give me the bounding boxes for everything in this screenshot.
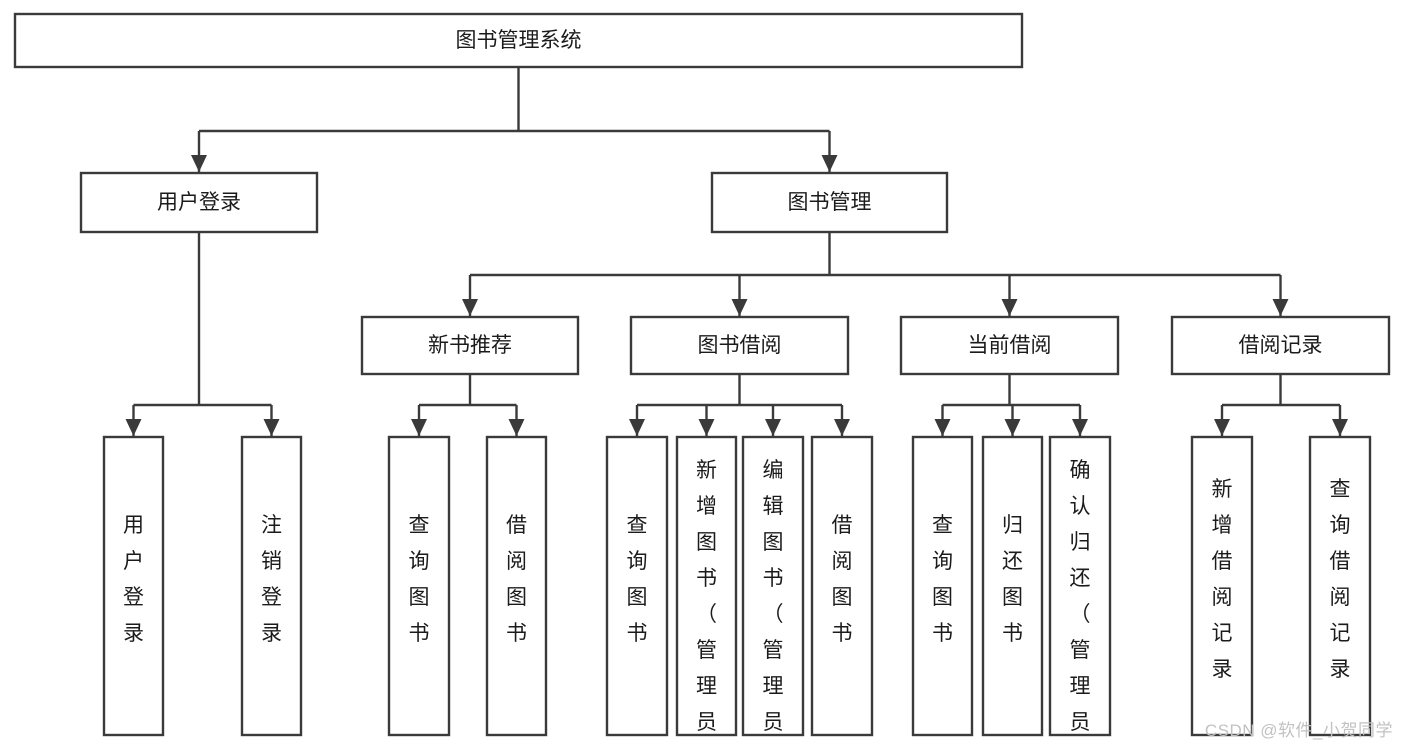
arrow-head-icon — [462, 299, 478, 316]
node-return-book[interactable]: 归还图书 — [981, 435, 1044, 737]
node-box-borrow-book-2 — [810, 435, 874, 737]
node-user-login[interactable]: 用户登录 — [79, 171, 319, 234]
node-box-current-borrow — [899, 315, 1120, 376]
node-label-borrow-book-2: 借阅图书 — [832, 514, 853, 645]
arrow-head-icon — [934, 419, 951, 436]
node-query-book-3[interactable]: 查询图书 — [911, 435, 974, 737]
node-box-user-logout — [240, 435, 303, 737]
node-add-book-admin[interactable]: 新增图书（管理员） — [675, 435, 738, 747]
node-label-new-book-recommend: 新书推荐 — [428, 334, 512, 357]
node-label-root: 图书管理系统 — [456, 29, 582, 52]
arrow-head-icon — [834, 419, 850, 436]
node-user-logout[interactable]: 注销登录 — [240, 435, 303, 737]
node-borrow-record[interactable]: 借阅记录 — [1170, 315, 1391, 376]
csdn-watermark: CSDN @软件_小贺同学 — [1204, 721, 1393, 740]
node-user-login-do[interactable]: 用户登录 — [102, 435, 165, 737]
node-current-borrow[interactable]: 当前借阅 — [899, 315, 1120, 376]
node-label-query-book-2: 查询图书 — [627, 514, 648, 645]
node-query-book-2[interactable]: 查询图书 — [605, 435, 669, 737]
arrow-head-icon — [1004, 419, 1021, 436]
node-new-book-recommend[interactable]: 新书推荐 — [360, 315, 580, 376]
node-label-user-logout: 注销登录 — [261, 514, 282, 645]
node-label-query-book-3: 查询图书 — [932, 514, 953, 645]
node-layer: 图书管理系统用户登录用户登录注销登录图书管理新书推荐查询图书借阅图书图书借阅查询… — [13, 12, 1391, 747]
node-borrow-book-1[interactable]: 借阅图书 — [485, 435, 548, 737]
node-box-user-login-do — [102, 435, 165, 737]
arrow-head-icon — [125, 419, 142, 436]
node-label-query-book-1: 查询图书 — [409, 514, 430, 645]
node-label-add-book-admin: 新增图书（管理员） — [696, 459, 717, 747]
connector-layer — [125, 67, 1348, 436]
node-box-book-borrow — [629, 315, 850, 376]
arrow-head-icon — [1272, 299, 1289, 316]
arrow-head-icon — [411, 419, 427, 436]
node-label-edit-book-admin: 编辑图书（管理员） — [763, 459, 784, 747]
node-box-borrow-book-1 — [485, 435, 548, 737]
node-label-query-borrow-record: 查询借阅记录 — [1330, 478, 1351, 681]
node-box-confirm-return-admin — [1048, 435, 1112, 737]
node-box-query-book-3 — [911, 435, 974, 737]
arrow-head-icon — [1072, 419, 1088, 436]
arrow-head-icon — [508, 419, 525, 436]
node-box-query-book-1 — [387, 435, 451, 737]
node-confirm-return-admin[interactable]: 确认归还（管理员） — [1048, 435, 1112, 747]
arrow-head-icon — [1001, 299, 1018, 316]
node-box-book-management — [710, 171, 949, 234]
node-box-query-borrow-record — [1308, 435, 1372, 737]
node-box-add-borrow-record — [1190, 435, 1254, 737]
arrow-head-icon — [765, 419, 781, 436]
node-label-borrow-record: 借阅记录 — [1239, 334, 1323, 357]
node-label-user-login-do: 用户登录 — [123, 514, 144, 645]
node-box-edit-book-admin — [741, 435, 805, 737]
node-label-book-borrow: 图书借阅 — [698, 334, 782, 357]
node-label-user-login: 用户登录 — [157, 191, 241, 214]
node-edit-book-admin[interactable]: 编辑图书（管理员） — [741, 435, 805, 747]
node-borrow-book-2[interactable]: 借阅图书 — [810, 435, 874, 737]
arrow-head-icon — [191, 155, 207, 172]
arrow-head-icon — [731, 299, 748, 316]
node-label-current-borrow: 当前借阅 — [968, 334, 1052, 357]
node-box-query-book-2 — [605, 435, 669, 737]
node-label-add-borrow-record: 新增借阅记录 — [1212, 478, 1233, 681]
arrow-head-icon — [629, 419, 645, 436]
node-label-borrow-book-1: 借阅图书 — [506, 514, 527, 645]
node-box-root — [13, 12, 1024, 69]
node-book-management[interactable]: 图书管理 — [710, 171, 949, 234]
node-query-book-1[interactable]: 查询图书 — [387, 435, 451, 737]
node-box-borrow-record — [1170, 315, 1391, 376]
node-label-return-book: 归还图书 — [1002, 514, 1023, 645]
arrow-head-icon — [1332, 419, 1348, 436]
node-root[interactable]: 图书管理系统 — [13, 12, 1024, 69]
node-box-new-book-recommend — [360, 315, 580, 376]
arrow-head-icon — [821, 155, 838, 172]
node-label-book-management: 图书管理 — [788, 191, 872, 214]
node-box-add-book-admin — [675, 435, 738, 737]
node-add-borrow-record[interactable]: 新增借阅记录 — [1190, 435, 1254, 737]
node-query-borrow-record[interactable]: 查询借阅记录 — [1308, 435, 1372, 737]
arrow-head-icon — [1214, 419, 1230, 436]
node-box-return-book — [981, 435, 1044, 737]
node-label-confirm-return-admin: 确认归还（管理员） — [1070, 459, 1091, 747]
node-book-borrow[interactable]: 图书借阅 — [629, 315, 850, 376]
arrow-head-icon — [698, 419, 715, 436]
node-box-user-login — [79, 171, 319, 234]
arrow-head-icon — [263, 419, 280, 436]
